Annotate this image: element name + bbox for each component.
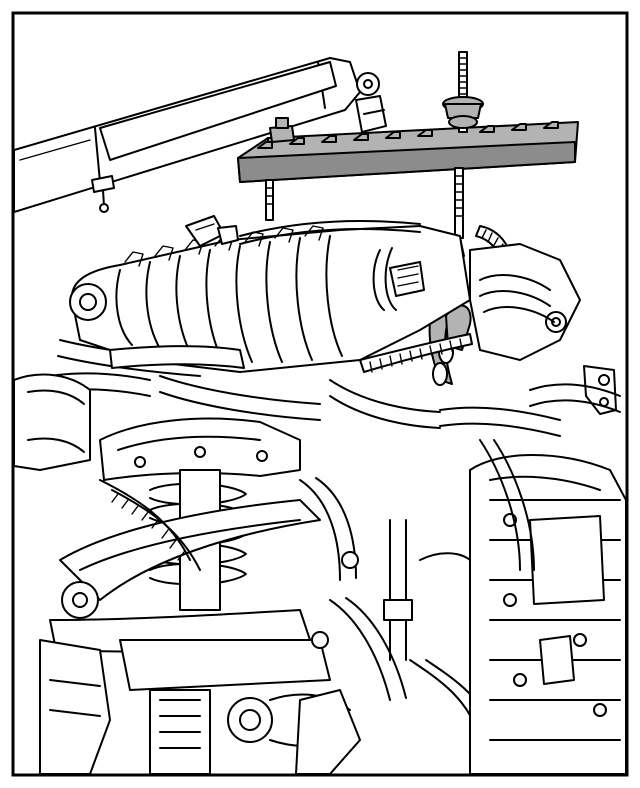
front-suspension	[14, 373, 351, 774]
engine-assembly	[29, 215, 621, 437]
engine-support-bar	[237, 117, 579, 183]
engine-hoist-arm	[14, 57, 387, 213]
center-components	[295, 477, 497, 774]
threaded-rod	[265, 51, 484, 239]
transmission	[469, 454, 626, 774]
hose-right	[479, 439, 521, 571]
hose-right-outer	[493, 439, 535, 571]
